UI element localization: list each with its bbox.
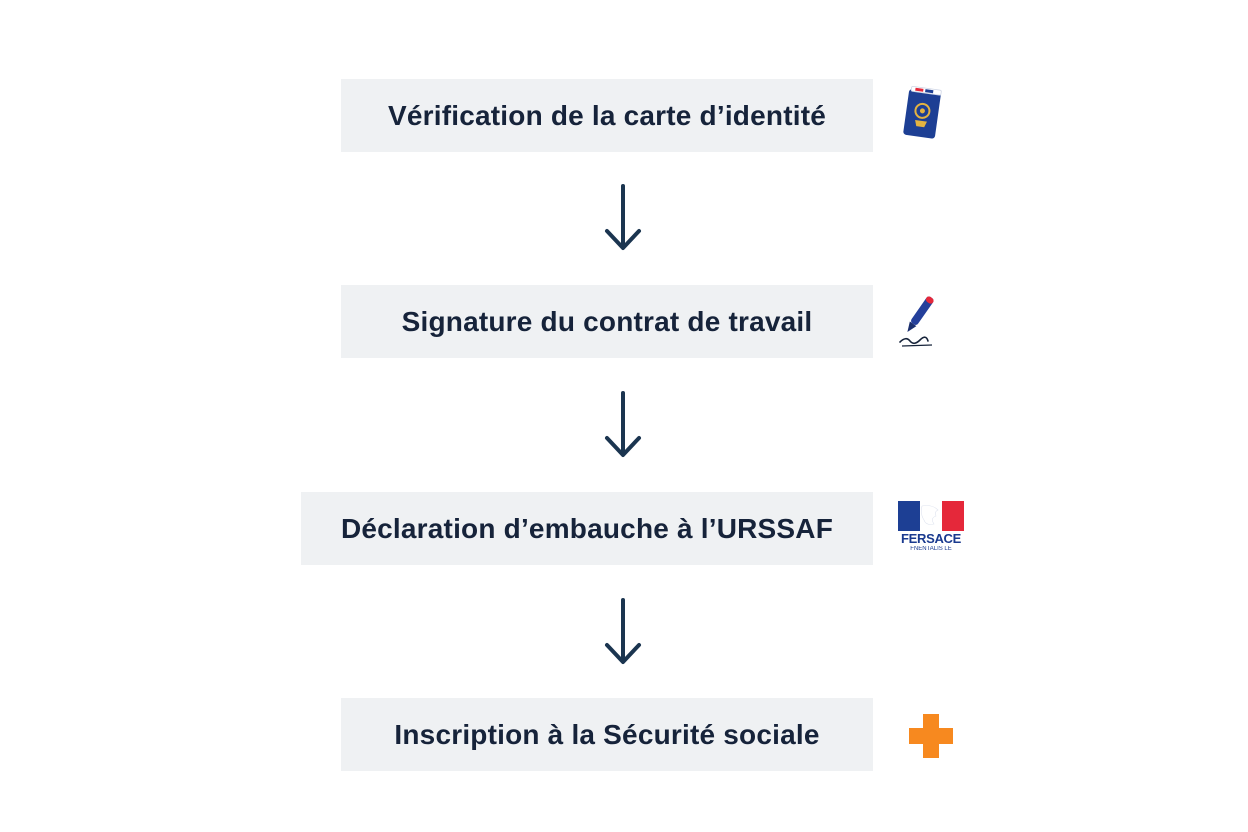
step-hiring-declaration: Déclaration d’embauche à l’URSSAF <box>301 492 873 565</box>
arrow-down-icon <box>605 184 641 250</box>
id-card-icon <box>900 85 946 143</box>
arrow-down-icon <box>605 391 641 457</box>
step-social-security-registration: Inscription à la Sécurité sociale <box>341 698 873 771</box>
orange-cross-icon <box>907 712 955 760</box>
step-contract-signature: Signature du contrat de travail <box>341 285 873 358</box>
step-label: Signature du contrat de travail <box>401 305 813 337</box>
step-label: Déclaration d’embauche à l’URSSAF <box>340 512 834 544</box>
logo-text: FERSACE <box>900 532 962 546</box>
republique-francaise-logo: FERSACE FNENTALIS LE <box>898 500 964 558</box>
logo-subtext: FNENTALIS LE <box>910 546 952 552</box>
arrow-down-icon <box>605 598 641 664</box>
step-label: Inscription à la Sécurité sociale <box>394 718 820 750</box>
step-identity-check: Vérification de la carte d’identité <box>341 79 873 152</box>
pen-signature-icon <box>894 292 940 350</box>
step-label: Vérification de la carte d’identité <box>387 99 826 131</box>
